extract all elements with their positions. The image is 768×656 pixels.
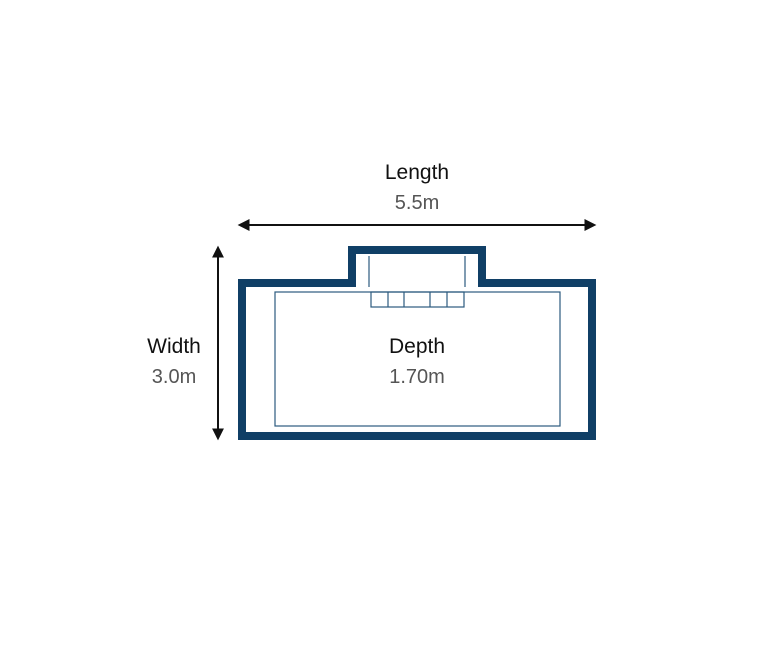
depth-value: 1.70m: [389, 366, 445, 388]
length-value: 5.5m: [395, 192, 439, 214]
depth-title: Depth: [389, 335, 445, 358]
pool-inner-edge: [274, 291, 561, 427]
length-title: Length: [385, 161, 449, 184]
pool-outline: [238, 246, 596, 440]
width-value: 3.0m: [152, 366, 196, 388]
pool-steps: [370, 291, 465, 308]
width-title: Width: [147, 335, 201, 358]
